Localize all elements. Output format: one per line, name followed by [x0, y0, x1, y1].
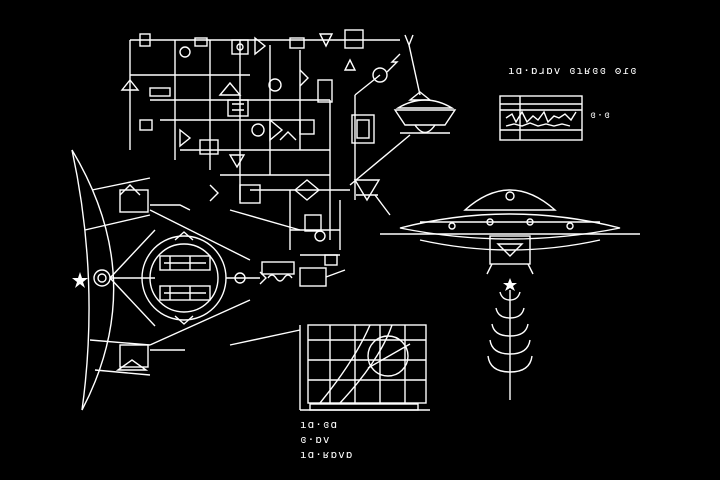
graph-panel: [299, 324, 430, 411]
glyph-caption-bottom-1: ıɑ·ɞɑ: [300, 418, 339, 431]
waveform-panel: [499, 95, 583, 141]
glyph-caption-bottom-2: ɞ·ɒv: [300, 433, 331, 446]
glyph-caption-top: ıɑ·ɒɹɒv ɞɿʁɞɞ ʘɾɞ: [508, 64, 638, 77]
antenna-icon: [487, 278, 533, 400]
star-icon: [72, 272, 88, 288]
glyph-caption-bottom-3: ıɑ·ʁɒvɒ: [300, 448, 354, 461]
antenna-array: [71, 149, 346, 411]
connector-lines: [354, 74, 391, 216]
circuit-components: [120, 29, 401, 266]
small-saucer-icon: [349, 34, 457, 186]
circuit-cluster: [120, 29, 401, 266]
saucer-icon: [380, 189, 640, 275]
glyph-caption-waveform: ɞ·ɞ: [590, 110, 612, 121]
